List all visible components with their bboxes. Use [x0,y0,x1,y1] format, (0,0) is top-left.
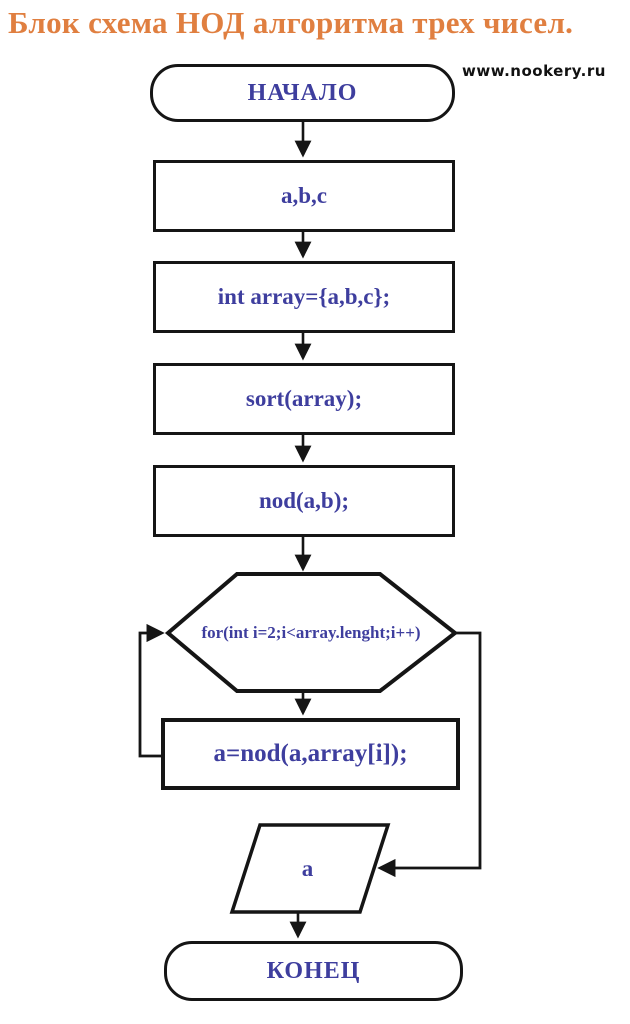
node-for-loop-label: for(int i=2;i<array.lenght;i++) [201,622,421,642]
node-output-a-label: a [301,855,314,881]
node-sort-label: sort(array); [245,386,363,411]
node-init-array: int array={a,b,c}; [153,261,455,333]
io-parallelogram-shape [229,823,391,914]
node-input-abc-label: a,b,c [281,183,327,208]
node-start-label: НАЧАЛО [247,79,358,106]
watermark-url: www.nookery.ru [462,62,606,80]
node-for-loop-label-box: for(int i=2;i<array.lenght;i++) [166,575,456,690]
page-title: Блок схема НОД алгоритма трех чисел. [8,5,574,40]
node-sort: sort(array); [153,363,455,435]
node-nod-ab-label: nod(a,b); [258,488,350,513]
node-nod-ab: nod(a,b); [153,465,455,537]
arrow-loop-exit-to-output [377,631,482,878]
arrow-body-to-loop-back [138,623,165,758]
node-input-abc: a,b,c [153,160,455,232]
node-end-label: КОНЕЦ [266,957,361,984]
node-loop-body: a=nod(a,array[i]); [161,718,460,790]
node-init-array-label: int array={a,b,c}; [217,284,391,309]
node-output-a-label-box: a [250,825,365,912]
node-loop-body-label: a=nod(a,array[i]); [213,740,408,767]
node-end-terminator: КОНЕЦ [164,941,463,1001]
node-start-terminator: НАЧАЛО [150,64,455,122]
